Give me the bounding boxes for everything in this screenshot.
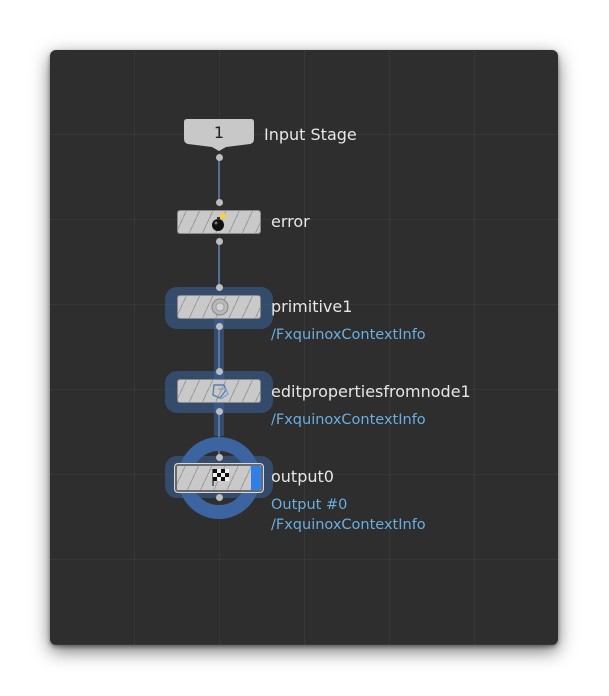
- network-editor[interactable]: 1 Input Stage error primitive1 /Fxquinox…: [50, 50, 558, 645]
- editproperties-input-port[interactable]: [216, 368, 223, 375]
- output0-input-port[interactable]: [216, 454, 223, 461]
- primitive1-node-label: primitive1: [271, 297, 353, 316]
- bomb-icon: [212, 213, 226, 231]
- editproperties-node-path: /FxquinoxContextInfo: [271, 412, 426, 428]
- input-stage-connector: [184, 119, 254, 151]
- editproperties-node-body[interactable]: [177, 379, 261, 403]
- input-stage-index: 1: [213, 123, 225, 142]
- primitive1-node-path: /FxquinoxContextInfo: [271, 327, 426, 343]
- output0-node-path: /FxquinoxContextInfo: [271, 517, 426, 533]
- output0-output-port[interactable]: [216, 494, 223, 501]
- error-node-label: error: [271, 212, 310, 231]
- input-stage-label: Input Stage: [264, 125, 357, 144]
- output0-node-output-index: Output #0: [271, 497, 348, 513]
- error-output-port[interactable]: [216, 238, 223, 245]
- edit-properties-icon: [212, 384, 229, 400]
- primitive1-output-port[interactable]: [216, 323, 223, 330]
- editproperties-node-label: editpropertiesfromnode1: [271, 382, 471, 401]
- primitive1-input-port[interactable]: [216, 284, 223, 291]
- editproperties-output-port[interactable]: [216, 408, 223, 415]
- output0-node-label: output0: [271, 467, 334, 486]
- checkered-flag-icon: [212, 469, 229, 486]
- output-display-flag[interactable]: [251, 466, 261, 490]
- primitive-icon: [211, 298, 229, 316]
- error-input-port[interactable]: [216, 199, 223, 206]
- input-stage-output-port[interactable]: [216, 154, 223, 161]
